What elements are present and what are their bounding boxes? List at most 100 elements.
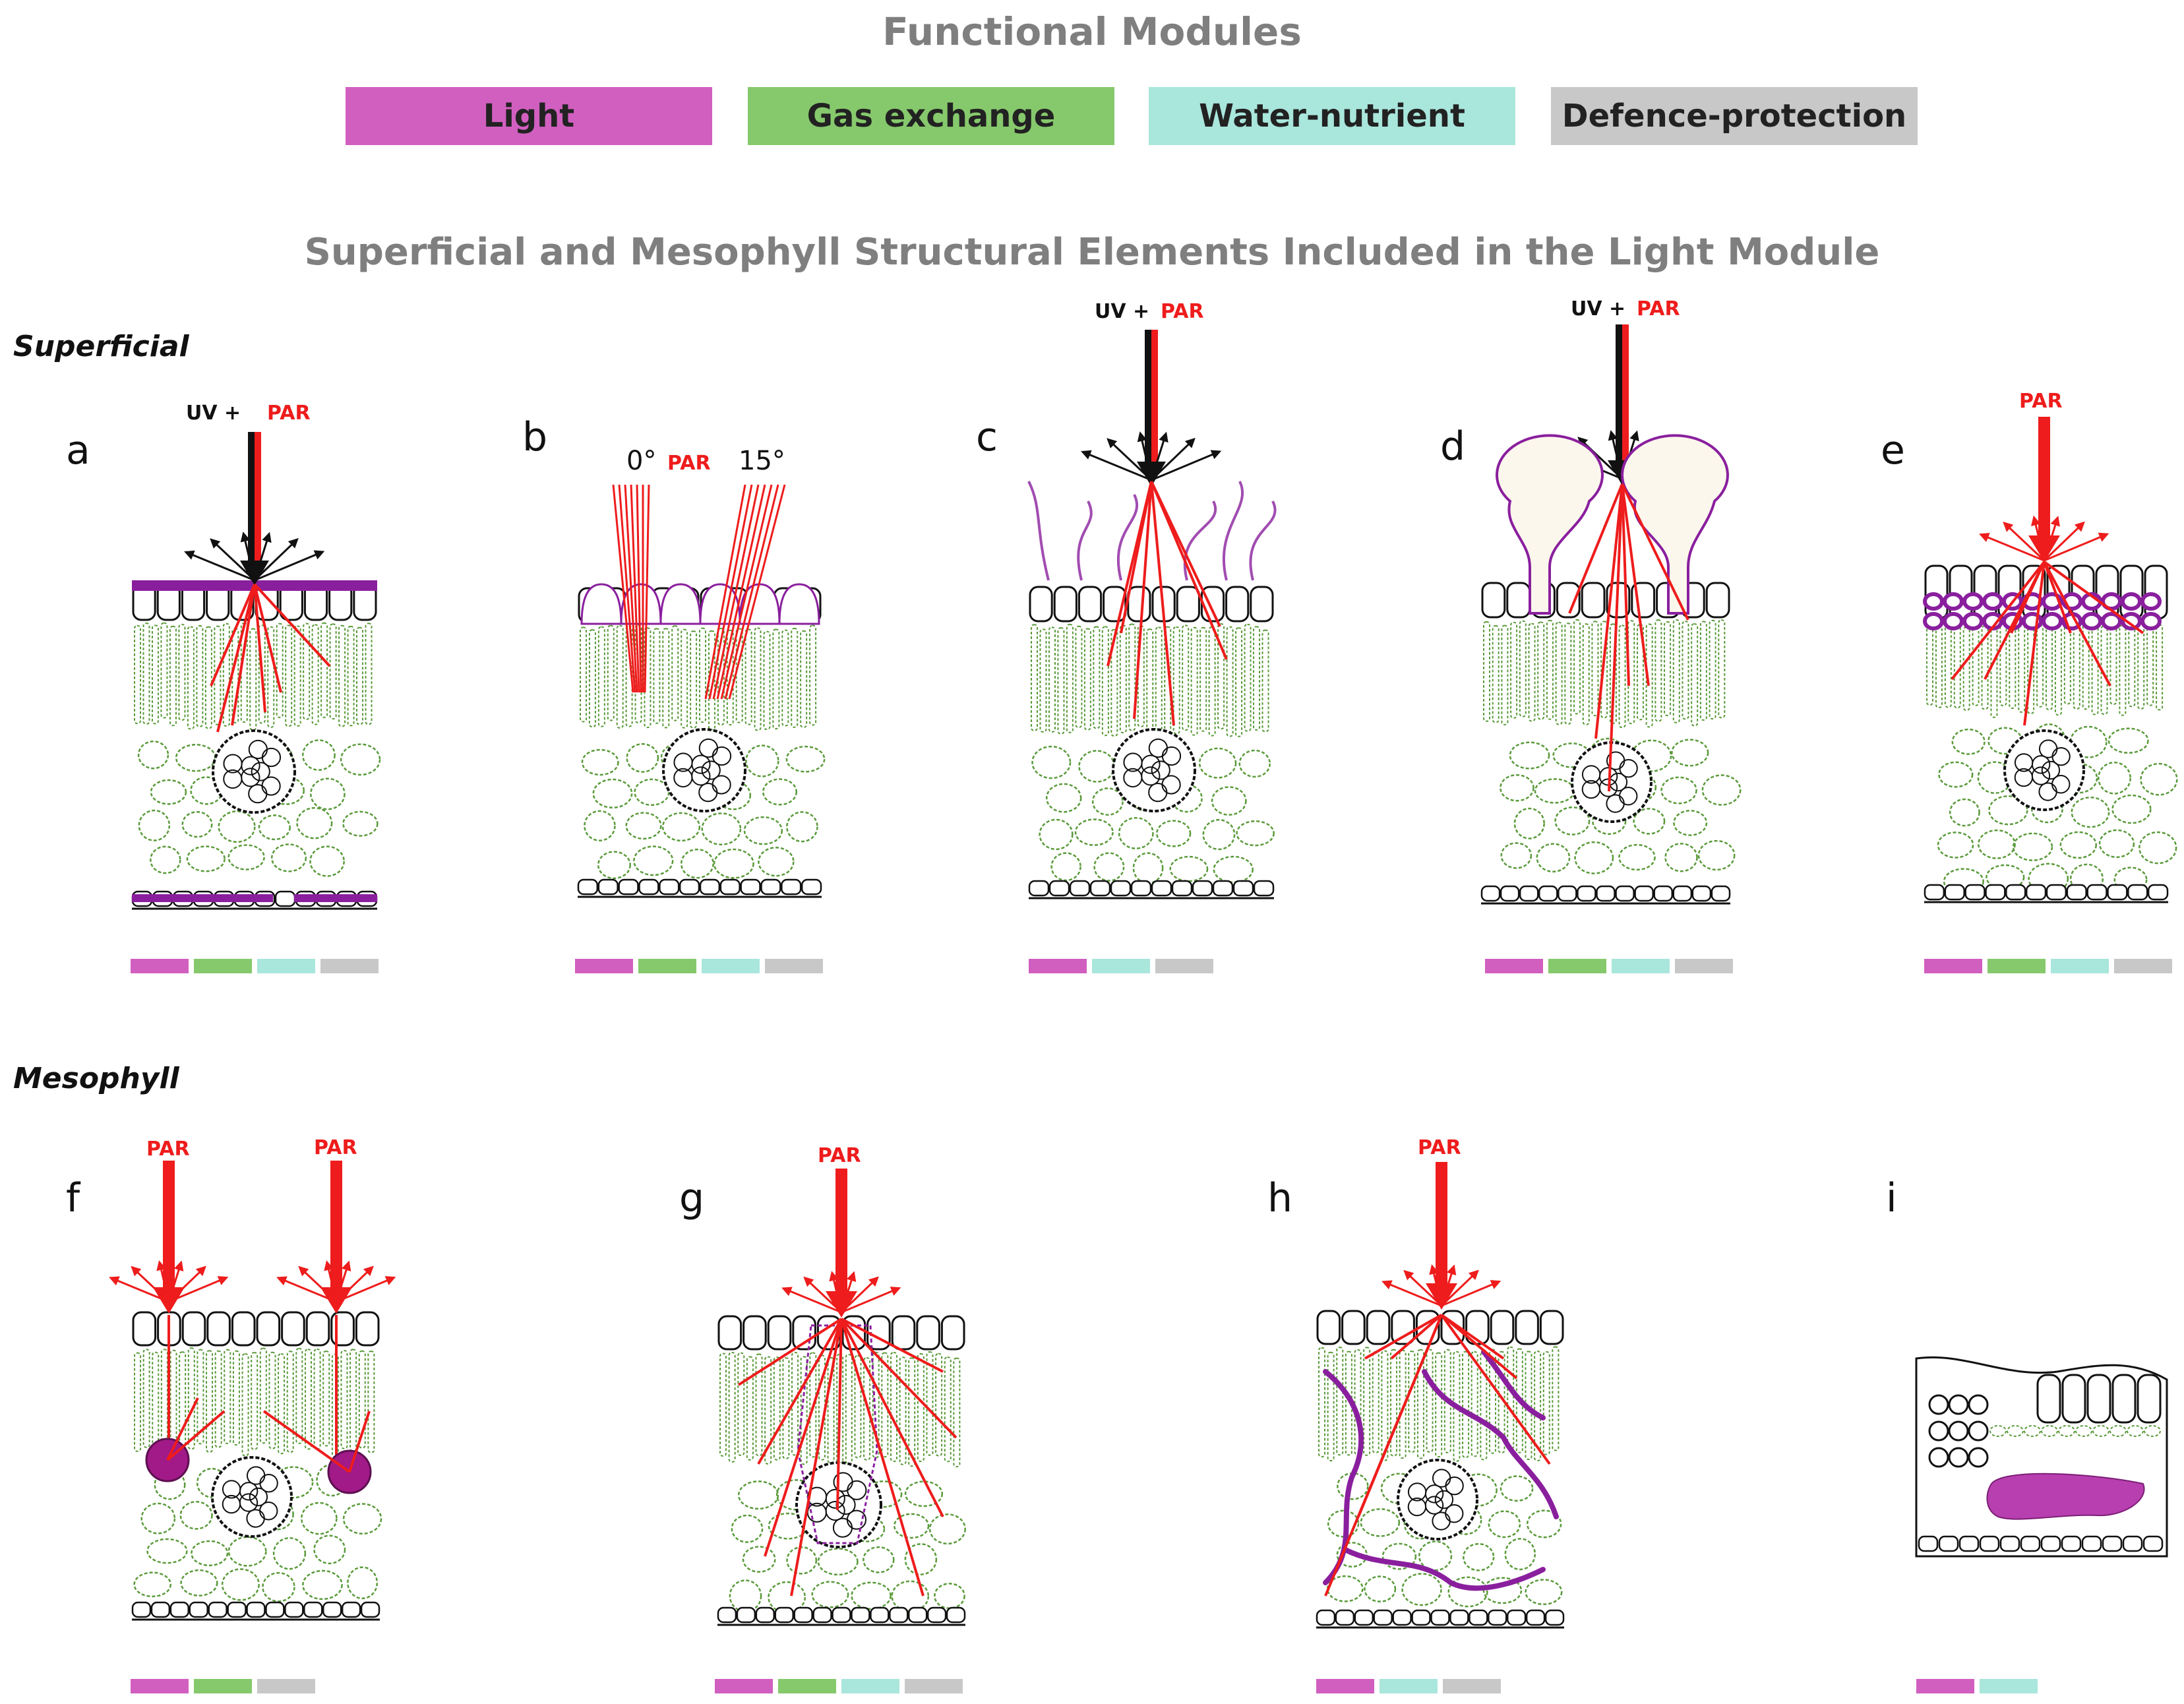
module-bar-e-water-nutrient: [2051, 959, 2109, 973]
upper-epidermis-cell: [717, 1315, 743, 1351]
legend-water-nutrient: Water-nutrient: [1149, 87, 1515, 145]
panel-letter-d: d: [1440, 423, 1466, 470]
upper-epidermis-cell: [1924, 564, 1949, 620]
label-par-f1: PAR: [146, 1138, 190, 1161]
module-bar-a-gas-exchange: [194, 959, 252, 973]
lower-epidermis-cell: [131, 1601, 152, 1618]
glandular-trichome: [1496, 434, 1604, 615]
leaf-section-c: [1028, 586, 1275, 899]
trichome: [1027, 481, 1050, 581]
panel-letter-f: f: [66, 1175, 80, 1221]
module-bar-g-water-nutrient: [841, 1679, 899, 1693]
upper-epidermis-cell: [1029, 586, 1053, 623]
vascular-bundle: [212, 729, 296, 814]
module-bar-d-defence-protection: [1675, 959, 1733, 973]
panel-letter-b: b: [522, 414, 548, 460]
module-bar-i-light: [1916, 1679, 1974, 1693]
module-bar-c-defence-protection: [1155, 959, 1213, 973]
module-bar-g-light: [715, 1679, 773, 1693]
module-bar-e-defence-protection: [2114, 959, 2172, 973]
bundle-sheath-extension: [797, 1324, 878, 1544]
label-par-c: PAR: [1161, 300, 1204, 323]
module-bar-b-defence-protection: [765, 959, 823, 973]
lower-epidermis-cell: [717, 1606, 737, 1624]
panel-letter-g: g: [679, 1175, 705, 1221]
leaf-section-i: [1915, 1356, 2168, 1558]
uv-par-arrow-c: [1145, 330, 1151, 468]
palisade-cell: [134, 1352, 141, 1452]
panel-letter-h: h: [1267, 1175, 1293, 1221]
label-par-d: PAR: [1637, 297, 1680, 320]
legend-defence-protection-label: Defence-protection: [1562, 98, 1907, 135]
legend-water-nutrient-label: Water-nutrient: [1199, 98, 1465, 135]
module-bar-c-water-nutrient: [1092, 959, 1150, 973]
module-bar-b-gas-exchange: [638, 959, 696, 973]
vascular-bundle: [662, 728, 746, 812]
leaf-section-h: [1316, 1310, 1565, 1629]
leaf-section-a: [131, 583, 381, 910]
palisade-cell: [719, 1353, 727, 1457]
par-arrow-h: [1436, 1162, 1447, 1289]
lower-epidermis-cell: [1028, 880, 1050, 897]
uv-par-arrow-d: [1616, 324, 1622, 467]
module-bar-i-water-nutrient: [1980, 1679, 2038, 1693]
uv-par-arrow-a: [248, 432, 255, 567]
module-bar-g-defence-protection: [905, 1679, 963, 1693]
palisade-cell: [1926, 621, 1933, 706]
label-par-e: PAR: [2019, 390, 2063, 413]
label-uv-d: UV +: [1571, 297, 1625, 320]
module-bar-a-water-nutrient: [257, 959, 315, 973]
vascular-bundle: [211, 1456, 293, 1538]
upper-epidermis-cell: [1481, 582, 1506, 619]
palisade-cell: [580, 626, 587, 723]
legend-gas-exchange: Gas exchange: [748, 87, 1114, 145]
label-uv-a: UV +: [186, 402, 241, 425]
purple-cell-body: [1986, 1473, 2145, 1520]
module-bar-f-gas-exchange: [194, 1679, 252, 1693]
module-bar-c-light: [1029, 959, 1087, 973]
module-bar-b-light: [575, 959, 633, 973]
module-bar-f-defence-protection: [257, 1679, 315, 1693]
upper-epidermis-cell: [132, 1311, 157, 1347]
module-bar-a-defence-protection: [320, 959, 379, 973]
palisade-cell: [1483, 621, 1490, 722]
lower-epidermis-cell: [1924, 884, 1945, 901]
label-angle0-b: 0°: [626, 446, 656, 476]
palisade-cell: [1318, 1347, 1325, 1458]
panel-letter-e: e: [1881, 427, 1905, 473]
leaf-section-b: [577, 587, 826, 898]
lower-epidermis-cell: [1480, 885, 1501, 902]
module-bar-d-water-nutrient: [1612, 959, 1670, 973]
vascular-bundle: [1397, 1459, 1478, 1540]
hypodermis-cell: [1923, 592, 1944, 611]
module-bar-b-water-nutrient: [702, 959, 760, 973]
label-angle15-b: 15°: [739, 446, 785, 476]
lower-epidermis-cell: [1316, 1609, 1336, 1626]
vascular-bundle: [2003, 729, 2085, 811]
par-arrow-f1: [163, 1161, 175, 1293]
module-bar-a-light: [131, 959, 189, 973]
palisade-cell: [1031, 624, 1038, 731]
panel-letter-c: c: [976, 414, 998, 460]
legend-light-label: Light: [483, 98, 575, 135]
module-bar-d-light: [1485, 959, 1543, 973]
section-label-superficial: Superficial: [13, 330, 189, 363]
label-par-g: PAR: [818, 1144, 861, 1167]
label-uv-c: UV +: [1095, 300, 1149, 323]
figure-title: Functional Modules: [882, 9, 1302, 54]
figure-subtitle: Superficial and Mesophyll Structural Ele…: [304, 231, 1880, 274]
lower-epidermis-cell: [577, 878, 599, 896]
par-arrow-g: [835, 1169, 847, 1296]
vascular-bundle: [1112, 728, 1196, 812]
legend-defence-protection: Defence-protection: [1551, 87, 1918, 145]
palisade-cell: [134, 624, 141, 725]
panel-letter-a: a: [66, 427, 90, 473]
upper-epidermis-cell: [1316, 1310, 1341, 1345]
legend-gas-exchange-label: Gas exchange: [806, 98, 1056, 135]
module-bar-g-gas-exchange: [778, 1679, 836, 1693]
module-bar-h-defence-protection: [1443, 1679, 1501, 1693]
label-par-f2: PAR: [314, 1136, 357, 1159]
module-bar-d-gas-exchange: [1548, 959, 1606, 973]
module-bar-f-light: [131, 1679, 189, 1693]
